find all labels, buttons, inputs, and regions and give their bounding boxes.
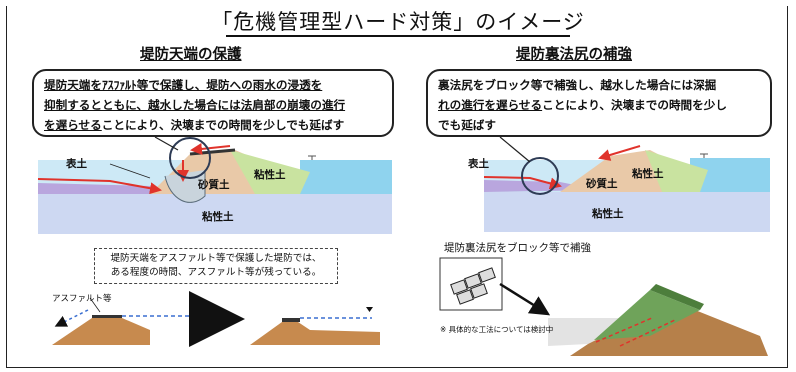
left-callout-bubble: 堤防天端をｱｽﾌｧﾙﾄ等で保護し、堤防への雨水の浸透を 抑制するとともに、越水し… [32, 69, 394, 137]
before-asphalt-layer [92, 315, 122, 318]
left-before-after-sketch [52, 291, 380, 347]
before-water-level-mark [200, 306, 207, 311]
right-clay-upper [645, 150, 708, 192]
figure-frame [6, 6, 788, 368]
left-note-line1: 堤防天端をアスファルト等で保護した堤防では、 [110, 253, 322, 264]
left-note-line2: ある程度の時間、アスファルト等が残っている。 [110, 267, 322, 278]
right-label-sandy-soil: 砂質土 [586, 178, 618, 190]
after-asphalt-layer [282, 318, 300, 322]
right-toe-flow-arrow [483, 176, 562, 190]
block-1 [450, 279, 468, 295]
left-bubble-line3a: を遅らせる [44, 118, 102, 132]
right-label-surface-soil: 表土 [468, 158, 489, 170]
left-bubble-line2: 抑制するとともに、越水した場合には法肩部の崩壊の進行 [44, 98, 346, 112]
left-bubble-line3: を遅らせることにより、決壊までの時間を少しでも延ばす [44, 115, 382, 135]
left-bubble-line1: 堤防天端をｱｽﾌｧﾙﾄ等で保護し、堤防への雨水の浸透を [44, 78, 323, 92]
after-embankment [250, 322, 380, 345]
left-clay-lower-layer [38, 194, 392, 234]
left-water-level-mark [308, 155, 316, 160]
right-overflow-arrow [598, 145, 641, 161]
asphalt-leader [89, 297, 101, 313]
right-bubble-line2: れの進行を遅らせることにより、決壊までの時間を少し [438, 95, 760, 115]
after-water-level-mark [366, 307, 373, 312]
right-bubble-line3: でも延ばす [438, 118, 496, 132]
title-underline [226, 35, 570, 37]
right-callout-bubble: 裏法尻をブロック等で補強し、越水した場合には深掘 れの進行を遅らせることにより、… [426, 69, 772, 137]
right-water-level-mark [700, 153, 708, 158]
right-bubble-pointer [499, 136, 531, 163]
block-4 [456, 289, 474, 305]
right-focus-circle [521, 157, 559, 195]
block-caption: 堤防裏法尻をブロック等で補強 [444, 242, 591, 254]
right-block-reinforcement [439, 257, 768, 356]
right-bubble-line1: 裏法尻をブロック等で補強し、越水した場合には深掘 [438, 78, 717, 92]
left-section-heading: 堤防天端の保護 [140, 47, 242, 63]
right-section-heading: 堤防裏法尻の補強 [516, 47, 632, 63]
grass-crest [650, 284, 704, 310]
left-river-water [300, 160, 392, 194]
right-cross-section [483, 136, 770, 232]
block-2 [464, 273, 482, 289]
before-embankment [52, 318, 150, 345]
left-bubble-pointer [154, 136, 179, 151]
block-pointer-arrow [499, 282, 551, 316]
left-overflow-arrow [190, 142, 231, 155]
grass-slope [594, 290, 700, 340]
asphalt-label: アスファルト等 [52, 294, 112, 304]
right-bubble-line2b: ことにより、決壊までの時間を少し [542, 98, 727, 112]
page-title: 「危機管理型ハード対策」のイメージ [211, 10, 585, 34]
right-bubble-line2a: れの進行を遅らせる [438, 98, 543, 112]
left-clay-upper [230, 150, 310, 194]
before-flow-arrow [54, 309, 89, 327]
block-5 [470, 283, 488, 299]
left-cross-section [37, 136, 392, 234]
method-footnote: ※ 具体的な工法については検討中 [440, 325, 554, 334]
left-label-surface-soil: 表土 [66, 158, 87, 170]
left-surface-flow-arrow [37, 178, 162, 195]
left-surface-leader [109, 163, 151, 179]
left-label-clay-lower: 粘性土 [202, 211, 234, 223]
left-label-clay-upper: 粘性土 [254, 169, 286, 181]
toe-block-line [595, 317, 653, 343]
left-focus-circle [169, 137, 211, 179]
left-bubble-line3b: ことにより、決壊までの時間を少しでも延ばす [101, 118, 345, 132]
right-label-clay-lower: 粘性土 [592, 208, 624, 220]
right-clay-lower-layer [484, 192, 770, 232]
block-3 [478, 267, 496, 283]
left-dashed-note: 堤防天端をアスファルト等で保護した堤防では、 ある程度の時間、アスファルト等が残… [94, 248, 338, 284]
block-stack [450, 267, 496, 305]
right-label-clay-upper: 粘性土 [632, 168, 664, 180]
toe-block-line-2 [619, 319, 676, 347]
left-label-sandy-soil: 砂質土 [198, 179, 230, 191]
